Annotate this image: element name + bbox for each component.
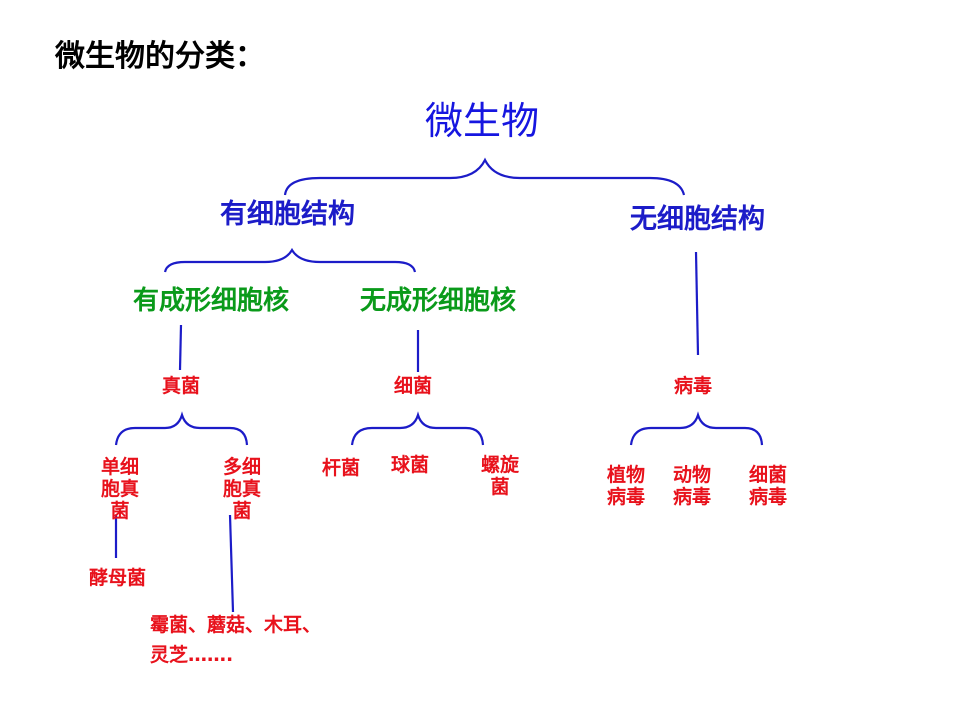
node-virus: 病毒	[674, 375, 713, 397]
node-plant-virus: 植物病毒	[606, 464, 645, 508]
node-prokaryote: 无成形细胞核	[360, 286, 517, 316]
brace-root	[283, 157, 686, 196]
node-multicellular-fungi: 多细胞真菌	[222, 456, 261, 522]
node-bacteriophage: 细菌病毒	[748, 464, 787, 508]
page-title: 微生物的分类：	[55, 39, 265, 74]
line-to-fungi	[178, 324, 183, 371]
brace-bacteria	[350, 411, 485, 446]
node-fungi: 真菌	[162, 375, 201, 397]
brace-fungi	[114, 411, 249, 446]
node-unicellular-fungi: 单细胞真菌	[100, 456, 139, 522]
node-bacteria: 细菌	[394, 375, 433, 397]
node-root: 微生物	[425, 99, 540, 143]
node-bacillus: 杆菌	[322, 457, 361, 479]
node-acellular: 无细胞结构	[630, 204, 765, 235]
brace-virus	[629, 411, 764, 446]
example-multicellular: 霉菌、蘑菇、木耳、灵芝…….	[150, 614, 322, 667]
node-spirillum: 螺旋菌	[480, 454, 519, 498]
example-yeast: 酵母菌	[89, 567, 147, 589]
node-cellular: 有细胞结构	[220, 199, 355, 230]
node-eukaryote: 有成形细胞核	[133, 286, 290, 316]
brace-cellular	[163, 247, 417, 273]
line-to-molds	[228, 514, 235, 613]
node-coccus: 球菌	[391, 454, 430, 476]
node-animal-virus: 动物病毒	[672, 464, 711, 508]
line-to-virus	[694, 251, 700, 356]
